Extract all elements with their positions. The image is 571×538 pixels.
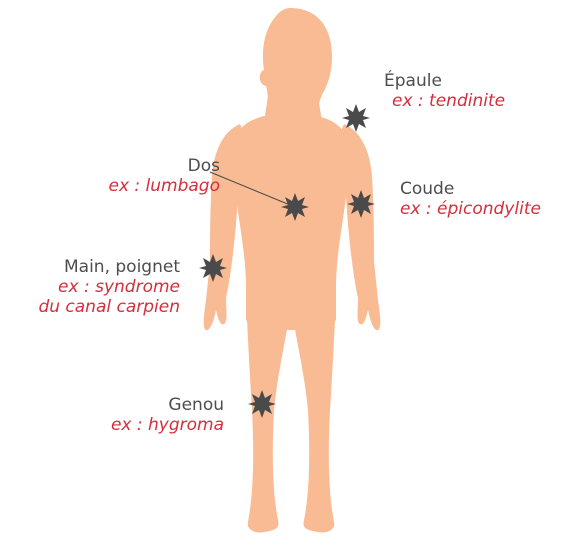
main-poignet-example-line2: du canal carpien <box>38 297 180 317</box>
epaule-name: Épaule <box>384 71 505 91</box>
dos-name: Dos <box>108 156 220 176</box>
genou-marker-icon <box>248 390 276 418</box>
main-poignet-label: Main, poignet ex : syndrome du canal car… <box>38 257 180 317</box>
genou-example: ex : hygroma <box>111 415 224 435</box>
body-silhouette <box>204 8 381 533</box>
coude-label: Coude ex : épicondylite <box>400 179 541 219</box>
genou-label: Genou ex : hygroma <box>111 395 224 435</box>
coude-marker-icon <box>347 190 375 218</box>
epaule-label: Épaule ex : tendinite <box>384 71 505 111</box>
dos-example: ex : lumbago <box>108 176 220 196</box>
coude-example: ex : épicondylite <box>400 199 541 219</box>
epaule-marker-icon <box>342 104 370 132</box>
main-marker-icon <box>199 254 227 282</box>
dos-label: Dos ex : lumbago <box>108 156 220 196</box>
coude-name: Coude <box>400 179 541 199</box>
epaule-example: ex : tendinite <box>392 91 505 111</box>
genou-name: Genou <box>111 395 224 415</box>
main-poignet-example-line1: ex : syndrome <box>38 277 180 297</box>
dos-marker-icon <box>281 193 309 221</box>
main-poignet-name: Main, poignet <box>38 257 180 277</box>
